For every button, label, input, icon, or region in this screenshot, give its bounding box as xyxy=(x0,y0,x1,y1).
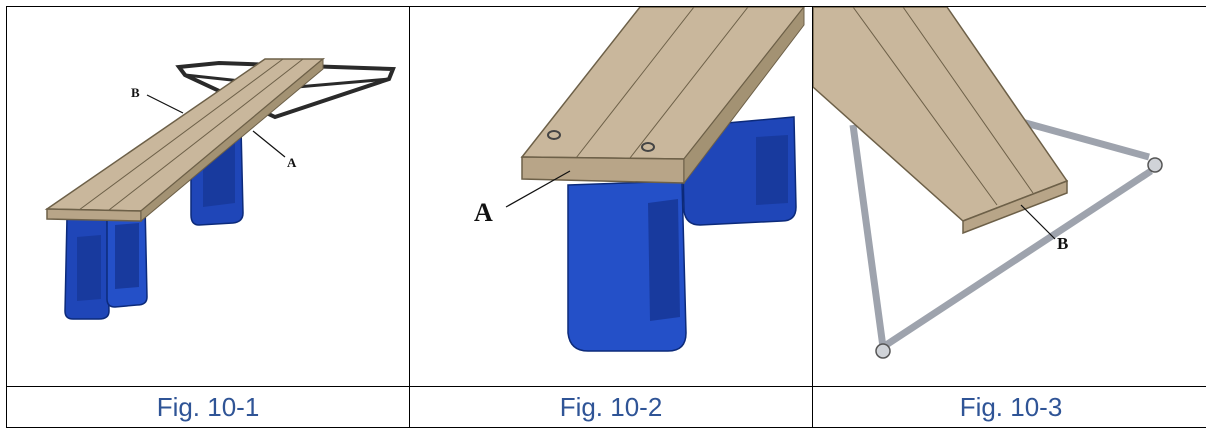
pontoon-overview-illustration: B A xyxy=(44,57,396,320)
figure-cell-3: B xyxy=(812,6,1206,387)
label-b: B xyxy=(131,85,140,100)
float-panel-1 xyxy=(77,235,101,301)
label-a: A xyxy=(287,155,297,170)
plank-side xyxy=(683,7,805,185)
float-panel-2 xyxy=(115,223,139,289)
plank-seam-2 xyxy=(108,58,304,211)
figure-image-2: A xyxy=(410,7,812,386)
plank-end xyxy=(46,208,142,222)
plank-seam-1 xyxy=(575,7,695,159)
callout-line-a xyxy=(252,130,286,158)
callout-line-a xyxy=(505,170,571,208)
figure-cell-1: B A xyxy=(6,6,410,387)
plank-seam-2 xyxy=(629,7,749,159)
figure-caption-1: Fig. 10-1 xyxy=(156,391,260,422)
frame-closeup-illustration: B xyxy=(813,7,1163,359)
plank-seam-1 xyxy=(852,7,998,206)
frame-hinge-right xyxy=(1147,157,1163,173)
frame-hinge-left xyxy=(875,343,891,359)
plank-end xyxy=(521,156,685,184)
plank-side xyxy=(140,57,324,223)
plank-seam-2 xyxy=(902,7,1034,194)
figure-cell-2: A xyxy=(409,6,813,387)
bolt-2 xyxy=(641,142,655,152)
caption-cell-3: Fig. 10-3 xyxy=(812,386,1206,428)
plank-top xyxy=(813,7,1069,222)
figure-table: B A xyxy=(6,6,1206,428)
float-front-panel xyxy=(648,199,680,321)
label-a: A xyxy=(474,198,493,227)
float-back-panel xyxy=(756,135,788,205)
figure-image-3: B xyxy=(813,7,1206,386)
plank-closeup-illustration: A xyxy=(474,7,805,352)
plank-end xyxy=(962,179,1068,235)
label-b: B xyxy=(1057,234,1068,253)
figure-caption-3: Fig. 10-3 xyxy=(959,391,1063,422)
plank-seam-1 xyxy=(78,58,284,211)
bolt-1 xyxy=(547,130,561,140)
figure-caption-2: Fig. 10-2 xyxy=(559,391,663,422)
callout-line-b xyxy=(146,94,184,114)
caption-cell-1: Fig. 10-1 xyxy=(6,386,410,428)
figure-image-1: B A xyxy=(7,7,409,386)
plank-top xyxy=(44,58,326,212)
callout-line-b xyxy=(1020,204,1056,240)
caption-cell-2: Fig. 10-2 xyxy=(409,386,813,428)
